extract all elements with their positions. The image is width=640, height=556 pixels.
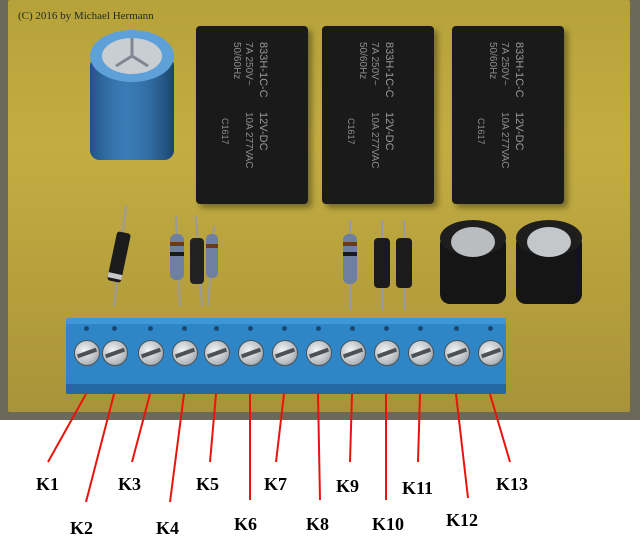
terminal-screw	[340, 340, 366, 366]
terminal-label-k3: K3	[118, 474, 142, 494]
relay-1-markings: 833H-1C-C 7A 250V~ 50/60Hz 10A 277VAC 12…	[220, 42, 269, 169]
copyright-text: (C) 2016 by Michael Hermann	[18, 10, 154, 22]
board-background: (C) 2016 by Michael Hermann 833H-1C-C 7A…	[0, 0, 640, 420]
terminal-screw	[204, 340, 230, 366]
relay-2-code: C1617	[346, 118, 356, 145]
relay-3-rating3: 10A 277VAC	[499, 112, 510, 169]
terminal-screw	[478, 340, 504, 366]
terminal-label-k1: K1	[36, 474, 60, 494]
terminal-screw-hole	[316, 326, 321, 331]
relay-2-markings: 833H-1C-C 7A 250V~ 50/60Hz 10A 277VAC 12…	[346, 42, 395, 169]
terminal-label-k7: K7	[264, 474, 288, 494]
capacitor-small-1	[440, 220, 506, 304]
diode-1	[107, 206, 131, 306]
terminal-label-k4: K4	[156, 518, 180, 538]
terminal-label-k2: K2	[70, 518, 94, 538]
leader-line-k13	[489, 393, 511, 463]
relay-3-markings: 833H-1C-C 7A 250V~ 50/60Hz 10A 277VAC 12…	[476, 42, 525, 169]
relay-3-coil: 12V-DC	[513, 112, 525, 151]
leader-line-k11	[417, 393, 421, 463]
terminal-screw	[272, 340, 298, 366]
terminal-screw-hole	[214, 326, 219, 331]
leader-line-k5	[209, 393, 217, 463]
terminal-screw-hole	[384, 326, 389, 331]
terminal-label-k8: K8	[306, 514, 330, 534]
leader-line-k7	[275, 393, 285, 463]
relay-3: 833H-1C-C 7A 250V~ 50/60Hz 10A 277VAC 12…	[452, 26, 564, 204]
terminal-screw	[444, 340, 470, 366]
terminal-screw-hole	[148, 326, 153, 331]
relay-1-rating2: 50/60Hz	[231, 42, 242, 79]
resistors-right	[343, 220, 412, 310]
terminal-screw-hole	[418, 326, 423, 331]
relay-1-coil: 12V-DC	[257, 112, 269, 151]
relay-2-rating1: 7A 250V~	[369, 42, 380, 86]
relay-1-code: C1617	[220, 118, 230, 145]
leader-line-k1	[47, 393, 87, 463]
relay-1-model: 833H-1C-C	[257, 42, 269, 98]
relay-3-rating1: 7A 250V~	[499, 42, 510, 86]
terminal-screw	[102, 340, 128, 366]
relay-2-rating3: 10A 277VAC	[369, 112, 380, 169]
terminal-screw	[408, 340, 434, 366]
relay-2-model: 833H-1C-C	[383, 42, 395, 98]
relay-3-model: 833H-1C-C	[513, 42, 525, 98]
leader-line-k9	[349, 393, 353, 463]
terminal-screw-hole	[454, 326, 459, 331]
terminal-screw	[374, 340, 400, 366]
relay-2-coil: 12V-DC	[383, 112, 395, 151]
capacitor-small-2	[516, 220, 582, 304]
leader-line-k12	[455, 393, 469, 499]
leader-line-k8	[317, 393, 321, 501]
terminal-label-k12: K12	[446, 510, 479, 530]
resistors-left	[170, 216, 218, 306]
terminal-label-k10: K10	[372, 514, 405, 534]
leader-line-k2	[85, 393, 115, 503]
terminal-screw-hole	[112, 326, 117, 331]
terminal-label-k13: K13	[496, 474, 529, 494]
relay-2: 833H-1C-C 7A 250V~ 50/60Hz 10A 277VAC 12…	[322, 26, 434, 204]
terminal-screw-hole	[350, 326, 355, 331]
leader-line-k3	[131, 393, 151, 463]
relay-1-rating1: 7A 250V~	[243, 42, 254, 86]
relay-2-rating2: 50/60Hz	[357, 42, 368, 79]
terminal-screw-hole	[182, 326, 187, 331]
terminal-label-k6: K6	[234, 514, 258, 534]
terminal-label-k11: K11	[402, 478, 434, 498]
terminal-screw	[306, 340, 332, 366]
terminal-screw	[74, 340, 100, 366]
capacitor-large	[90, 30, 174, 160]
terminal-screw-hole	[488, 326, 493, 331]
relay-1-rating3: 10A 277VAC	[243, 112, 254, 169]
relay-3-code: C1617	[476, 118, 486, 145]
leader-line-k4	[169, 393, 185, 503]
terminal-screw-hole	[282, 326, 287, 331]
terminal-screw-hole	[84, 326, 89, 331]
relay-3-rating2: 50/60Hz	[487, 42, 498, 79]
terminal-screw	[172, 340, 198, 366]
terminal-block	[66, 318, 506, 394]
terminal-label-k5: K5	[196, 474, 220, 494]
relay-1: 833H-1C-C 7A 250V~ 50/60Hz 10A 277VAC 12…	[196, 26, 308, 204]
terminal-screw-hole	[248, 326, 253, 331]
terminal-label-k9: K9	[336, 476, 360, 496]
terminal-screw	[138, 340, 164, 366]
terminal-screw	[238, 340, 264, 366]
